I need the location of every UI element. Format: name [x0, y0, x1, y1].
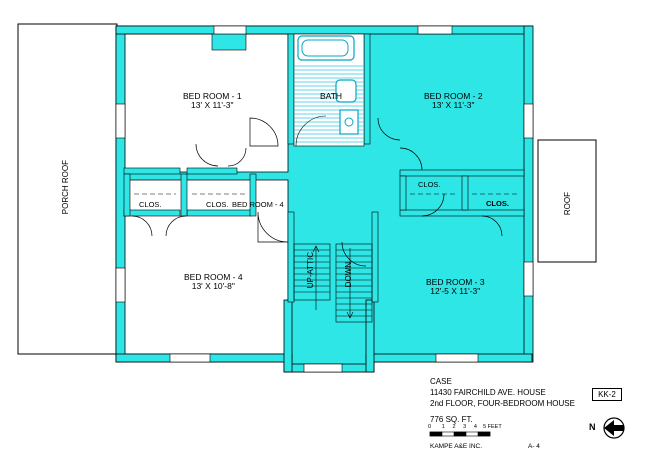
door-swings [131, 117, 503, 267]
scale-ticks: 0 1 2 3 4 5 FEET [428, 424, 502, 431]
right-roof [537, 139, 597, 263]
title-block-line2: 11430 FAIRCHILD AVE. HOUSE [430, 388, 546, 397]
scale-tick: 5 FEET [483, 424, 502, 430]
scale-tick: 0 [428, 424, 432, 430]
stair-up-label: UP-ATTIC [306, 252, 315, 289]
right-roof-label: ROOF [563, 192, 572, 216]
bedroom-1-label: BED ROOM - 1 13' X 11'-3" [183, 92, 242, 109]
hall-label: BED ROOM - 4 [232, 200, 284, 209]
interior-walls [123, 33, 525, 303]
bedroom-1-name: BED ROOM - 1 [183, 91, 242, 101]
windows [115, 25, 534, 373]
firm-label: KAMPE A&E INC. [430, 443, 483, 450]
area-label: 776 SQ. FT. [430, 415, 473, 424]
closet-mid-label: CLOS. [206, 200, 229, 209]
sheet-badge: KK-2 [592, 388, 622, 401]
scale-tick: 4 [473, 424, 477, 430]
bedroom-2-name: BED ROOM - 2 [424, 91, 483, 101]
scale-bar [429, 431, 491, 437]
sheet-number: A- 4 [528, 443, 540, 450]
scale-tick: 2 [452, 424, 456, 430]
scale-tick: 1 [441, 424, 445, 430]
bedroom-4-name: BED ROOM - 4 [184, 272, 243, 282]
bedroom-3-size: 12'-5 X 11'-3" [430, 285, 481, 296]
title-block-line3: 2nd FLOOR, FOUR-BEDROOM HOUSE [430, 399, 575, 408]
bath-label: BATH [320, 91, 343, 101]
toilet-icon [335, 79, 357, 103]
north-label: N [589, 422, 596, 432]
bedroom-3-label: BED ROOM - 3 12'-5 X 11'-3" [426, 278, 485, 295]
title-block-line1: CASE [430, 377, 452, 386]
closet-right-upper-label: CLOS. [418, 180, 441, 189]
bedroom-4-label: BED ROOM - 4 13' X 10'-8" [184, 273, 243, 290]
bedroom-1-size: 13' X 11'-3" [191, 99, 234, 110]
porch-roof [17, 23, 118, 355]
north-arrow-icon [603, 417, 625, 439]
porch-roof-label: PORCH ROOF [61, 160, 70, 215]
closet-right-label: CLOS. [486, 199, 509, 208]
stair-down-label: DOWN [344, 262, 353, 288]
bedroom-2-size: 13' X 11'-3" [432, 99, 475, 110]
bedroom-3-name: BED ROOM - 3 [426, 277, 485, 287]
bedroom-2-label: BED ROOM - 2 13' X 11'-3" [424, 92, 483, 109]
closet-left-label: CLOS. [139, 200, 162, 209]
scale-tick: 3 [463, 424, 467, 430]
stairs [293, 243, 373, 323]
bathroom [293, 33, 365, 147]
sink-icon [339, 109, 359, 135]
bedroom-4-size: 13' X 10'-8" [191, 280, 235, 291]
